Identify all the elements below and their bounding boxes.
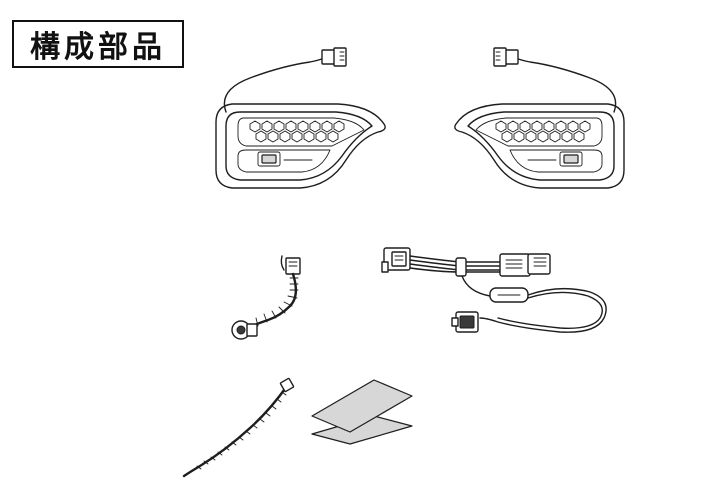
cable-tie-icon xyxy=(182,377,295,478)
right-garnish-lamp-icon xyxy=(454,47,625,189)
wire-harness-icon xyxy=(381,247,607,333)
double-sided-tape-icon xyxy=(311,379,413,445)
switch-harness-icon xyxy=(231,255,301,340)
page-title: 構成部品 xyxy=(30,30,166,65)
left-garnish-lamp-icon xyxy=(215,47,386,189)
title-box: 構成部品 xyxy=(12,20,184,68)
